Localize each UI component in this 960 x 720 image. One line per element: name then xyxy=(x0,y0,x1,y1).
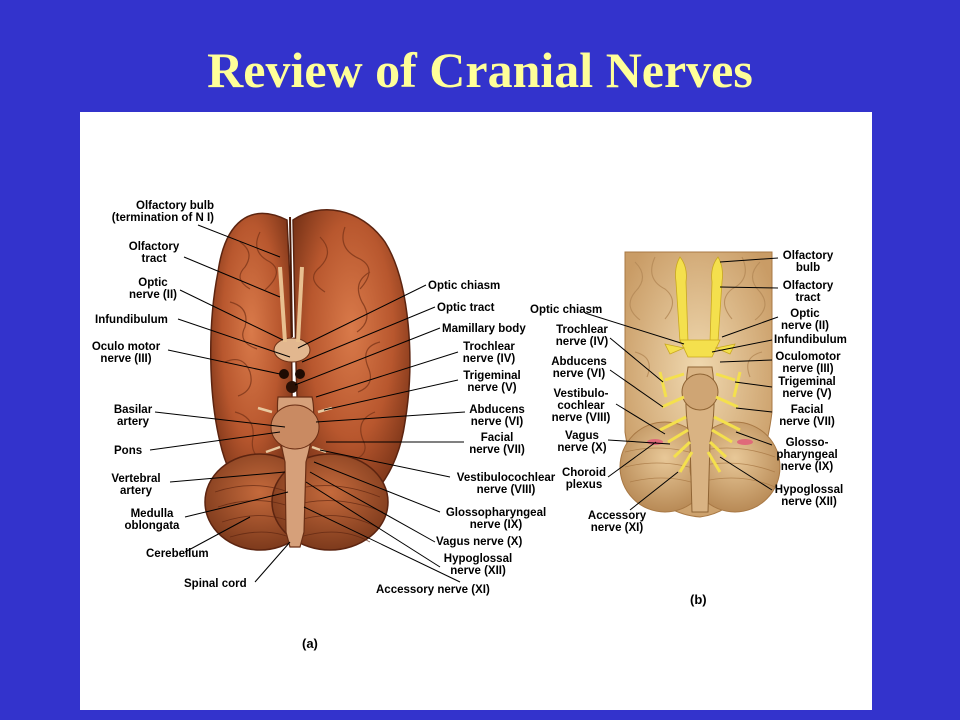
label-a-accessory: Accessory nerve (XI) xyxy=(376,584,490,596)
chiasm-area xyxy=(273,337,311,363)
label-b-abducens: Abducens nerve (VI) xyxy=(551,356,607,380)
caption-b: (b) xyxy=(690,592,707,607)
label-a-basilar: Basilar artery xyxy=(113,404,153,428)
label-a-glossopharyngeal: Glossopharyngeal nerve (IX) xyxy=(445,507,547,531)
label-b-oculomotor: Oculomotor nerve (III) xyxy=(775,351,841,375)
label-b-infundibulum: Infundibulum xyxy=(774,334,847,346)
pons-shape xyxy=(270,404,320,450)
label-a-optic-tract: Optic tract xyxy=(437,302,495,314)
label-b-olfactory-bulb: Olfactory bulb xyxy=(782,250,834,274)
label-b-trochlear: Trochlear nerve (IV) xyxy=(555,324,609,348)
brain-illustration-a xyxy=(149,209,466,583)
label-a-vagus: Vagus nerve (X) xyxy=(436,536,523,548)
label-b-trigeminal: Trigeminal nerve (V) xyxy=(778,376,836,400)
label-b-olfactory-tract: Olfactory tract xyxy=(782,280,834,304)
label-a-olfactory-tract: Olfactory tract xyxy=(128,241,180,265)
label-b-choroid: Choroid plexus xyxy=(561,467,607,491)
label-b-glossopharyngeal: Glosso- pharyngeal nerve (IX) xyxy=(776,437,838,473)
label-a-optic-chiasm: Optic chiasm xyxy=(428,280,501,292)
label-a-mamillary: Mamillary body xyxy=(442,323,526,335)
label-b-accessory: Accessory nerve (XI) xyxy=(587,510,647,534)
slide-title: Review of Cranial Nerves xyxy=(207,42,753,98)
label-a-abducens: Abducens nerve (VI) xyxy=(469,404,525,428)
label-a-trigeminal: Trigeminal nerve (V) xyxy=(463,370,521,394)
label-b-hypoglossal: Hypoglossal nerve (XII) xyxy=(774,484,844,508)
leader-lines-a xyxy=(149,224,466,583)
label-a-spinal-cord: Spinal cord xyxy=(184,578,247,590)
label-a-optic-nerve: Optic nerve (II) xyxy=(129,277,177,301)
label-a-facial: Facial nerve (VII) xyxy=(469,432,525,456)
label-a-oculomotor: Oculo motor nerve (III) xyxy=(91,341,161,365)
label-b-vagus: Vagus nerve (X) xyxy=(557,430,607,454)
figure-panel: Olfactory bulb (termination of N I) Olfa… xyxy=(80,112,872,710)
label-a-pons: Pons xyxy=(114,445,143,457)
label-a-vestibulocochlear: Vestibulocochlear nerve (VIII) xyxy=(456,472,556,496)
label-a-vertebral: Vertebral artery xyxy=(111,473,161,497)
label-a-olfactory-bulb: Olfactory bulb (termination of N I) xyxy=(111,200,214,224)
label-b-facial: Facial nerve (VII) xyxy=(779,404,835,428)
label-b-vestibulocochlear: Vestibulo- cochlear nerve (VIII) xyxy=(551,388,611,424)
label-a-infundibulum: Infundibulum xyxy=(95,314,168,326)
caption-a: (a) xyxy=(302,636,318,651)
label-a-medulla: Medulla oblongata xyxy=(124,508,180,532)
label-b-optic-nerve: Optic nerve (II) xyxy=(781,308,829,332)
label-a-trochlear: Trochlear nerve (IV) xyxy=(462,341,516,365)
label-a-hypoglossal: Hypoglossal nerve (XII) xyxy=(443,553,513,577)
label-b-optic-chiasm: Optic chiasm xyxy=(530,304,603,316)
label-a-cerebellum: Cerebellum xyxy=(146,548,209,560)
